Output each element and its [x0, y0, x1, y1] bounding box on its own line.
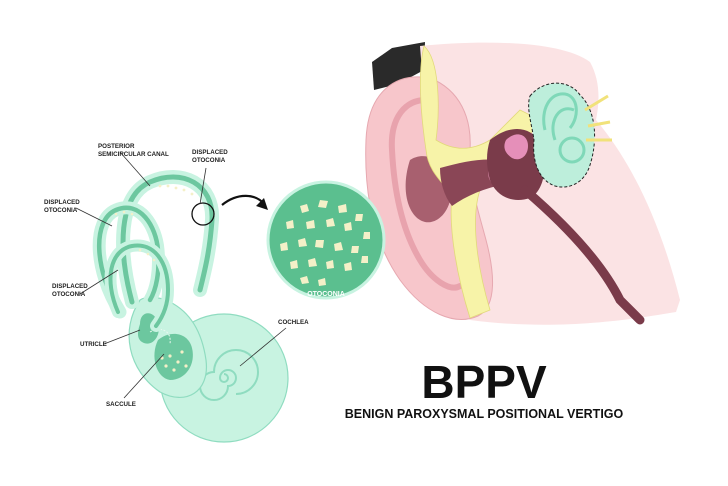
utricle-dashed	[149, 328, 171, 345]
auricle-inner-fold	[388, 96, 463, 291]
title: BPPV	[421, 356, 547, 408]
saccule-label: SACCULE	[106, 401, 136, 408]
displaced-otoconia-top-1: DISPLACED	[192, 149, 228, 156]
otoconia-circle	[266, 180, 386, 300]
semicircular-canals	[92, 170, 220, 332]
middle-ear	[487, 128, 545, 200]
displaced-otoconia-dots	[114, 184, 194, 262]
zoom-arrow	[221, 194, 265, 206]
zoom-arrowhead	[256, 198, 268, 210]
displaced-otoconia-mid-2: OTOCONIA	[52, 291, 86, 298]
inner-ear-canals	[542, 92, 586, 164]
eustachian-tube	[520, 185, 645, 325]
otoconia-label: OTOCONIA	[307, 291, 345, 298]
ossicles	[504, 134, 528, 160]
utricle-label: UTRICLE	[80, 341, 107, 348]
displaced-otoconia-left-2: OTOCONIA	[44, 207, 78, 214]
subtitle: BENIGN PAROXYSMAL POSITIONAL VERTIGO	[345, 407, 624, 421]
displaced-otoconia-left-1: DISPLACED	[44, 199, 80, 206]
magnifier-ring	[191, 202, 215, 226]
displaced-otoconia-mid-1: DISPLACED	[52, 283, 88, 290]
leader-lines	[75, 151, 287, 399]
cochlea-label: COCHLEA	[278, 319, 309, 326]
labyrinth-diagram	[92, 170, 289, 443]
posterior-canal-label-2: SEMICIRCULAR CANAL	[98, 151, 169, 158]
cochlea-spiral	[199, 349, 259, 401]
saccule-body	[154, 333, 193, 380]
saccule-otoconia	[160, 350, 188, 372]
posterior-canal-label-1: POSTERIOR	[98, 143, 135, 150]
auditory-nerve	[584, 94, 612, 142]
displaced-otoconia-top-2: OTOCONIA	[192, 157, 226, 164]
ear-cross-section	[365, 42, 680, 325]
otoconia-crystals	[280, 200, 370, 286]
hair	[372, 42, 425, 90]
otoconia-zoom: OTOCONIA	[266, 180, 386, 300]
